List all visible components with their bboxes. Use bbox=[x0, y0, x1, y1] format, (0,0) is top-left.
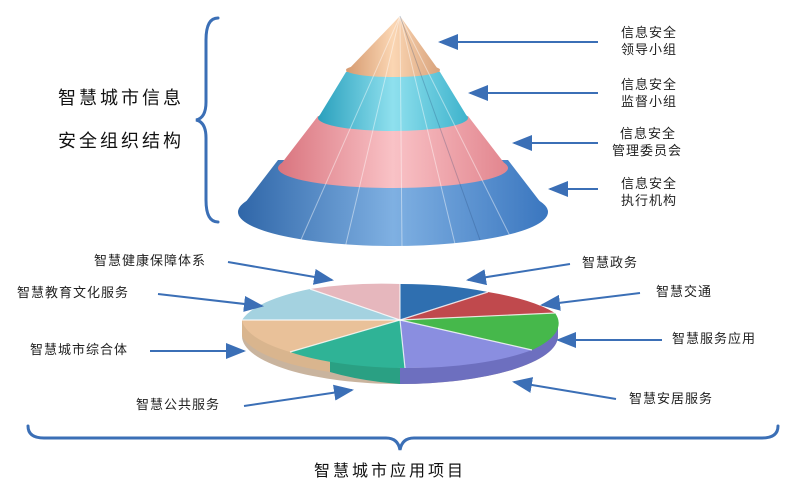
pie-label-housing: 智慧安居服务 bbox=[629, 392, 714, 407]
cone-label-execution-1: 信息安全 bbox=[621, 177, 678, 192]
pie-arrows bbox=[150, 261, 662, 407]
pie-slice-housing bbox=[400, 320, 532, 369]
cone-label-supervision-2: 监督小组 bbox=[621, 95, 678, 110]
arrow-public bbox=[243, 384, 354, 407]
cone-band-leadership bbox=[346, 16, 440, 72]
pie-slice-health bbox=[310, 283, 400, 320]
left-bracket bbox=[195, 16, 220, 224]
bottom-bracket bbox=[26, 424, 780, 451]
cone-label-management-2: 管理委员会 bbox=[612, 144, 683, 159]
arrow-health bbox=[227, 261, 334, 285]
pie-slice-public bbox=[290, 320, 405, 368]
pie-label-service: 智慧服务应用 bbox=[672, 332, 757, 347]
pie-label-complex: 智慧城市综合体 bbox=[30, 343, 129, 358]
cone-label-leadership-1: 信息安全 bbox=[621, 26, 678, 41]
structure-title-line1: 智慧城市信息 bbox=[58, 88, 184, 109]
pie-label-health: 智慧健康保障体系 bbox=[94, 254, 207, 269]
cone-label-execution-2: 执行机构 bbox=[621, 194, 678, 209]
cone-label-supervision-1: 信息安全 bbox=[621, 78, 678, 93]
arrow-traffic bbox=[540, 292, 641, 311]
pie-slice-complex bbox=[242, 320, 400, 352]
arrow-government bbox=[466, 263, 571, 286]
pie-slice-traffic bbox=[400, 292, 555, 320]
cone-band-supervision bbox=[318, 72, 468, 118]
pie-slice-government bbox=[400, 283, 488, 320]
arrow-education bbox=[157, 293, 264, 312]
cone-label-leadership-2: 领导小组 bbox=[621, 43, 678, 58]
cone bbox=[238, 15, 548, 251]
cone-label-management-1: 信息安全 bbox=[620, 127, 677, 142]
pie-label-education: 智慧教育文化服务 bbox=[17, 286, 130, 301]
pie-slice-education bbox=[242, 289, 400, 320]
arrow-housing bbox=[512, 377, 617, 400]
structure-title-line2: 安全组织结构 bbox=[58, 131, 184, 152]
pie-slice-service bbox=[400, 313, 559, 350]
pie-label-public: 智慧公共服务 bbox=[136, 398, 221, 413]
pie-disk bbox=[242, 283, 559, 384]
pie-label-government: 智慧政务 bbox=[582, 256, 639, 271]
cone-arrows bbox=[438, 34, 598, 197]
applications-title: 智慧城市应用项目 bbox=[314, 461, 467, 480]
pie-label-traffic: 智慧交通 bbox=[656, 285, 713, 300]
